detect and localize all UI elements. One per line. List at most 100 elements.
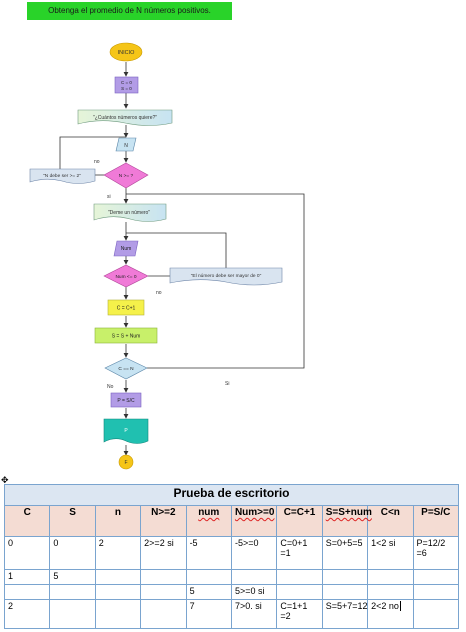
table-cell[interactable]: 5 [49,569,96,585]
table-cell[interactable] [321,584,369,600]
start-terminator [109,42,143,62]
table-cell[interactable]: S=5+7=12 [321,599,369,629]
error-num-display [169,267,283,286]
average-label: P = S/C [117,398,135,404]
table-row: 5 5>=0 si [3,584,460,600]
table-cell[interactable]: 7 [185,599,232,629]
table-cell[interactable]: C=0+1 =1 [276,536,323,570]
table-cell[interactable] [367,584,414,600]
table-cell[interactable] [140,584,187,600]
header-label: num [198,507,220,518]
table-row: 1 5 [3,569,460,585]
table-cell[interactable] [276,569,323,585]
read-num-input [113,240,139,257]
header-cell: num [185,505,232,537]
print-p-display [103,418,149,444]
si-label-3: Si [225,381,229,387]
table-cell[interactable] [140,569,187,585]
header-cell: Num>=0 [230,505,278,537]
table-title: Prueba de escritorio [4,484,459,506]
table-cell[interactable] [94,599,142,629]
header-cell: N>=2 [140,505,187,537]
table-cell[interactable]: 5>=0 si [230,584,278,600]
end-terminator [118,454,134,470]
table-cell[interactable] [230,569,278,585]
table-cell[interactable] [321,569,369,585]
prompt-n-label: "¿Cuántos números quiere?" [93,115,157,121]
no-label-1: no [94,159,100,165]
table-row: 0 0 2 2>=2 si -5 -5>=0 C=0+1 =1 S=0+5=5 … [3,536,460,570]
header-label: S=S+num [325,507,372,518]
error-n-display [29,168,96,184]
table-cell[interactable]: P=12/2 =6 [412,536,460,570]
header-cell: P=S/C [412,505,460,537]
table-cell[interactable] [49,599,96,629]
si-label-1: si [107,194,111,200]
error-num-label: "El número debe ser mayor de 0" [191,273,262,279]
table-cell[interactable]: 5 [185,584,232,600]
end-label: F [124,460,127,466]
table-cell[interactable] [3,584,51,600]
header-cell: C<n [367,505,414,537]
decision-num [103,264,149,288]
average-process [110,392,142,408]
table-cell[interactable] [412,569,460,585]
header-cell: n [94,505,142,537]
read-n-label: N [124,143,128,149]
prompt-n-display [77,109,173,126]
desk-check-table: Prueba de escritorio C S n N>=2 num Num>… [3,484,460,629]
decision-n-label: N >= ? [119,173,134,179]
table-cell[interactable] [412,599,460,629]
print-p-label: P [124,428,128,434]
init-process [114,76,139,94]
table-cell[interactable] [412,584,460,600]
sum-s-label: S = S + Num [112,334,141,340]
prompt-num-display [93,203,167,222]
table-cell[interactable]: S=0+5=5 [321,536,369,570]
table-cell[interactable]: 7>0. si [230,599,278,629]
decision-c [104,357,148,380]
table-cell[interactable]: -5 [185,536,232,570]
table-cell[interactable] [185,569,232,585]
table-cell[interactable]: 2<2 no [367,599,414,629]
table-cell[interactable]: 1<2 si [367,536,414,570]
table-cell[interactable] [367,569,414,585]
move-handle-icon[interactable]: ✥ [1,476,9,486]
table-row: 2 7 7>0. si C=1+1 =2 S=5+7=12 2<2 no [3,599,460,629]
text-cursor [399,601,401,611]
table-cell[interactable]: C=1+1 =2 [276,599,323,629]
flowchart: INICIO C = 0 S = 0 "¿Cuántos números qui… [29,42,305,470]
decision-c-label: C == N [118,366,134,372]
header-cell: C [3,505,51,537]
table-cell[interactable] [94,569,142,585]
header-cell: S [49,505,96,537]
table-cell[interactable] [276,584,323,600]
table-cell[interactable]: 2>=2 si [140,536,187,570]
read-num-label: Num [121,246,132,252]
read-n-input [115,137,137,152]
table-cell[interactable]: -5>=0 [230,536,278,570]
header-cell: S=S+num [321,505,372,537]
no-label-2: no [156,290,162,296]
table-cell[interactable]: 2 [94,536,142,570]
prompt-num-label: "Deme un número" [108,210,150,216]
start-label: INICIO [118,50,136,56]
no-label-3: No [107,384,114,390]
table-cell[interactable]: 1 [3,569,51,585]
decision-n [103,162,149,189]
table-cell[interactable]: 2 [3,599,51,629]
table-cell[interactable]: 0 [3,536,51,570]
sum-s-process [94,327,158,344]
table-cell[interactable] [49,584,96,600]
init-line-1: C = 0 [121,80,132,85]
header-cell: C=C+1 [276,505,323,537]
table-cell[interactable]: 0 [49,536,96,570]
table-cell[interactable] [140,599,187,629]
header-label: Num>=0 [234,507,275,518]
table-cell[interactable] [94,584,142,600]
init-line-2: S = 0 [121,86,132,91]
problem-banner: Obtenga el promedio de N números positiv… [27,2,232,20]
increment-c-label: C = C+1 [117,306,136,312]
error-n-label: "N debe ser >= 2" [43,173,81,179]
cell-text: 2<2 no [371,601,399,611]
